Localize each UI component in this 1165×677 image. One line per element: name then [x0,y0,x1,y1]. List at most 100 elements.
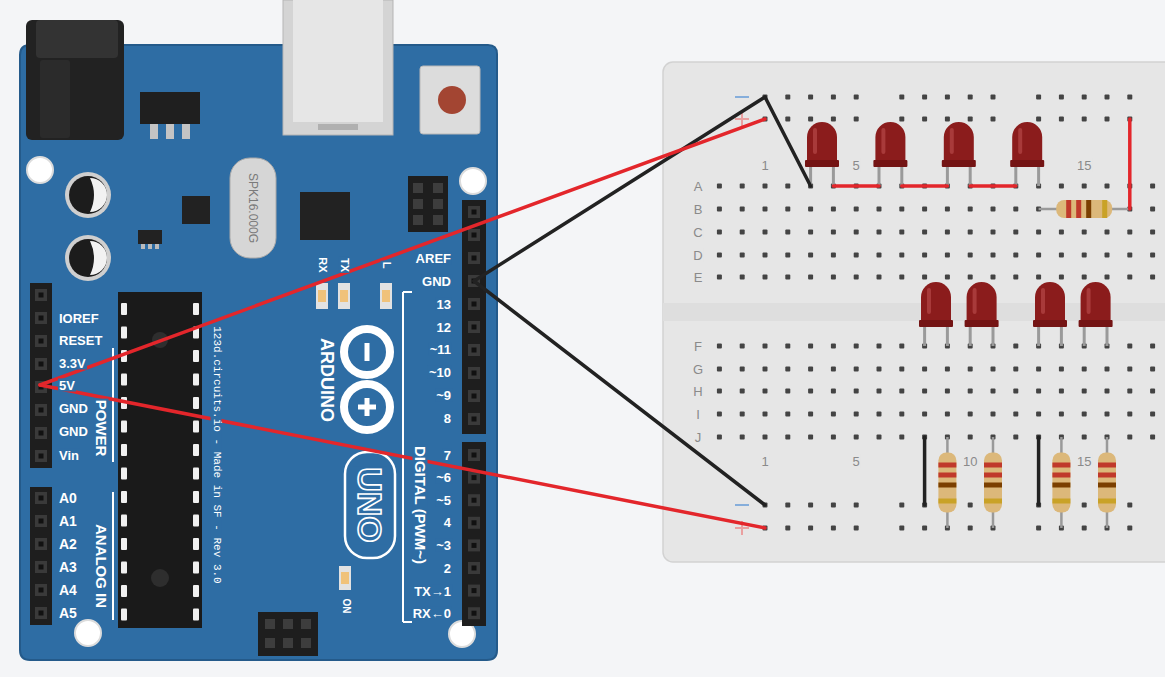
breadboard-hole [991,253,996,258]
breadboard-hole [808,503,813,508]
header-pin [413,183,423,193]
breadboard-hole [877,344,882,349]
breadboard-hole [717,184,722,189]
header-pin-hole [472,348,477,353]
header-pin-hole [472,302,477,307]
header-pin [468,472,480,484]
silkscreen-line [112,492,114,620]
breadboard-hole [899,412,904,417]
breadboard-hole [831,95,836,100]
mounting-hole [460,168,486,194]
breadboard-hole [945,367,950,372]
breadboard-hole [808,389,813,394]
breadboard-hole [854,526,859,531]
header-pin-hole [472,325,477,330]
breadboard-hole [763,230,768,235]
led-shine [1041,288,1045,314]
resistor-body [1052,453,1070,513]
header-pin [413,215,423,225]
dc-jack [26,20,124,140]
pin-label: ~5 [435,494,452,507]
breadboard-hole [785,253,790,258]
row-letter: J [694,431,703,444]
pin-label: A1 [58,514,78,528]
breadboard-hole [1105,184,1110,189]
pin-label: A4 [58,583,78,597]
breadboard-hole [854,275,859,280]
dc-jack-top [36,20,118,58]
chip-pin [193,350,199,362]
capacitor-top [69,176,107,214]
breadboard-hole [854,389,859,394]
led-body [1081,282,1111,322]
chip-pin [193,397,199,409]
arduino-board [20,0,497,660]
breadboard-hole [1036,367,1041,372]
jumper-wire [1037,437,1041,505]
breadboard-hole [877,230,882,235]
breadboard-hole [1127,503,1132,508]
row-letter: A [693,180,704,193]
breadboard-hole [1059,253,1064,258]
chip-pin [121,491,127,503]
chip-pin [121,374,127,386]
header-pin-hole [39,588,44,593]
breadboard-hole [717,389,722,394]
breadboard-hole [991,207,996,212]
breadboard-hole [717,275,722,280]
column-number: 1 [760,159,769,172]
chip-pin [121,585,127,597]
resistor-band [984,473,1002,478]
usb-tab [318,124,358,130]
mounting-hole [75,620,101,646]
crystal-marking: SPK16.000G [247,172,259,244]
status-led-lens [318,290,326,302]
status-led [316,283,328,309]
led [1079,282,1113,346]
breadboard-hole [854,253,859,258]
breadboard-hole [808,367,813,372]
row-letter: B [693,203,704,216]
resistor-body [984,453,1002,513]
breadboard-hole [808,275,813,280]
breadboard-hole [831,389,836,394]
breadboard-hole [763,389,768,394]
column-number: 15 [1076,159,1092,172]
silkscreen-line [112,348,114,462]
breadboard-hole [717,344,722,349]
capacitor-mark [90,241,107,275]
pin-label: A3 [58,560,78,574]
breadboard-hole [877,435,882,440]
rail-minus-mark [735,504,749,506]
breadboard-hole [854,207,859,212]
pin-label: RESET [58,334,103,347]
breadboard-hole [1082,503,1087,508]
led [805,122,839,186]
chip-pin [193,491,199,503]
breadboard-hole [945,207,950,212]
header-pin [265,638,275,648]
resistor-symbol [938,437,956,528]
rail-plus-mark [741,112,743,126]
header-pin-hole [39,293,44,298]
led-body [921,282,951,322]
logo-minus [365,343,370,361]
resistor-body [1056,200,1112,218]
breadboard-hole [1059,184,1064,189]
breadboard-hole [877,389,882,394]
breadboard-hole [717,253,722,258]
reset-button-cap [438,86,466,114]
breadboard-hole [968,503,973,508]
breadboard-hole [1082,275,1087,280]
breadboard-hole [785,435,790,440]
breadboard-hole [1105,389,1110,394]
breadboard-hole [1013,435,1018,440]
header-pin-hole [472,394,477,399]
row-letter: H [692,385,703,398]
breadboard-hole [922,367,927,372]
breadboard-hole [1105,367,1110,372]
breadboard-hole [831,503,836,508]
resistor-symbol [984,437,1002,528]
capacitor-top [69,239,107,277]
header-pin [468,206,480,218]
